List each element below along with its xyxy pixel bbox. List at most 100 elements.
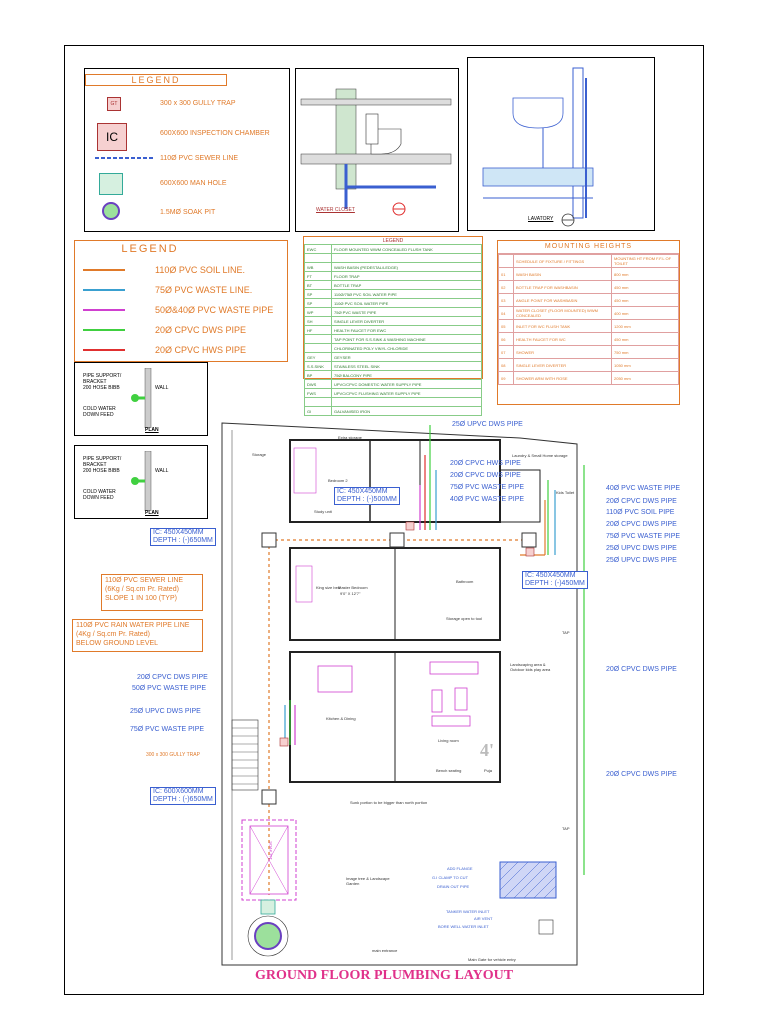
mounting-no: 05 <box>498 319 514 333</box>
symbol-code: SH <box>304 316 332 326</box>
bracket-1-hose: 200 HOSE BIBB <box>83 385 120 391</box>
legend-2-waste: 75Ø PVC WASTE LINE. <box>155 285 253 295</box>
room-master-dim: 9'0" X 12'7" <box>340 591 361 596</box>
gully-trap-callout: 300 x 300 GULLY TRAP <box>146 752 200 758</box>
bracket-2-drawing <box>131 451 152 511</box>
mounting-item: HEALTH FAUCET FOR WC <box>513 332 612 346</box>
water-closet-detail: WATER CLOSET <box>295 68 459 232</box>
pipe-bracket-plan-1: PIPE SUPPORT/BRACKET 200 HOSE BIBB COLD … <box>74 362 208 436</box>
legend-2-heading: LEGEND <box>121 243 179 255</box>
legend-box-1: LEGEND GT 300 x 300 GULLY TRAP IC 600X60… <box>84 68 290 232</box>
symbol-desc: UPVC/CPVC FLUSHING WATER SUPPLY PIPE <box>331 388 482 398</box>
tap-label-1: TAP <box>562 630 570 635</box>
mounting-item: SHOWER ARM WITH ROSE <box>513 371 612 385</box>
symbol-code: SP <box>304 298 332 308</box>
symbol-desc <box>331 397 482 407</box>
symbol-desc: SINGLE LEVER DIVERTER <box>331 316 482 326</box>
symbol-code: BT <box>304 280 332 290</box>
lavatory-caption: LAVATORY <box>528 216 554 222</box>
mounting-ht: 1050 mm <box>611 358 679 372</box>
symbol-desc: BOTTLE TRAP <box>331 280 482 290</box>
room-master-bedroom: Master Bedroom <box>338 585 368 590</box>
symbol-code: GEY <box>304 352 332 362</box>
soak-pit-label: SOAK PIT <box>268 841 274 860</box>
mounting-item: SINGLE LEVER DIVERTER <box>513 358 612 372</box>
pipe-label-top-2: 20Ø CPVC HWS PIPE <box>450 460 521 467</box>
room-study: Study unit <box>314 509 332 514</box>
symbol-code: DWS <box>304 379 332 389</box>
pipe-label-top-3: 20Ø CPVC DWS PIPE <box>450 472 521 479</box>
room-kitchen: Kitchen & Dining <box>326 716 356 721</box>
pipe-label-left-2: 50Ø PVC WASTE PIPE <box>132 685 207 692</box>
symbol-desc: GALVANISED IRON <box>331 406 482 416</box>
pipe-label-top-4: 75Ø PVC WASTE PIPE <box>450 484 525 491</box>
room-kids-toilet: Kids Toilet <box>556 490 575 495</box>
mounting-no: 01 <box>498 267 514 281</box>
pipe-label-right-7: 25Ø UPVC DWS PIPE <box>606 557 677 564</box>
room-bathroom: Bathroom <box>456 579 474 584</box>
bracket-1-plan: PLAN <box>145 427 159 433</box>
symbol-code: SP <box>304 289 332 299</box>
mounting-ht: 800 mm <box>611 267 679 281</box>
bracket-1-label: PIPE SUPPORT/BRACKET <box>83 373 122 385</box>
pipe-label-right-dws-2: 20Ø CPVC DWS PIPE <box>606 771 677 778</box>
pipe-label-right-3: 110Ø PVC SOIL PIPE <box>606 509 675 516</box>
mounting-item: SHOWER <box>513 345 612 359</box>
pipe-bracket-plan-2: PIPE SUPPORT/BRACKET 200 HOSE BIBB COLD … <box>74 445 208 519</box>
symbol-desc: UPVC/CPVC DOMESTIC WATER SUPPLY PIPE <box>331 379 482 389</box>
symbol-code: HF <box>304 325 332 335</box>
legend-1-item-sewer: 110Ø PVC SEWER LINE <box>160 155 239 162</box>
mounting-no: 02 <box>498 280 514 294</box>
tank-label-5: AIR VENT <box>474 916 493 921</box>
gully-trap-symbol: GT <box>107 97 121 111</box>
manhole-symbol <box>99 173 123 195</box>
room-storage-open: Storage open to tool <box>446 616 483 621</box>
room-landscape: Landscaping area & Outdoor kids play are… <box>510 662 551 672</box>
legend-2-line-swatches <box>83 269 125 351</box>
symbol-legend-row <box>304 253 482 263</box>
symbol-desc: STAINLESS STEEL SINK <box>331 361 482 371</box>
legend-2-dws: 20Ø CPVC DWS PIPE <box>155 325 247 335</box>
symbol-legend-row: CHLORINATED POLY VINYL CHLORIDE <box>304 343 482 353</box>
bracket-1-drawing <box>131 368 152 428</box>
tank-label-6: BORE WELL WATER INLET <box>438 924 489 929</box>
pipe-label-top-5: 40Ø PVC WASTE PIPE <box>450 496 525 503</box>
pipe-label-right-1: 40Ø PVC WASTE PIPE <box>606 485 681 492</box>
room-laundry: Laundry & Small Home storage <box>512 453 568 458</box>
sewer-line-note: 110Ø PVC SEWER LINE(6Kg / Sq.cm Pr. Rate… <box>101 574 203 611</box>
legend-2-hws: 20Ø CPVC HWS PIPE <box>155 345 247 355</box>
symbol-desc: HEALTH FAUCET FOR EWC <box>331 325 482 335</box>
symbol-code <box>304 343 332 353</box>
mounting-no: 04 <box>498 306 514 320</box>
legend-1-item-manhole: 600X600 MAN HOLE <box>160 180 227 187</box>
room-living: Living room <box>438 738 459 743</box>
dimension-4ft: 4' <box>480 740 495 760</box>
symbol-desc: 110Ø PVC SOIL WATER PIPE <box>331 298 482 308</box>
symbol-desc: CHLORINATED POLY VINYL CHLORIDE <box>331 343 482 353</box>
pipe-label-right-5: 75Ø PVC WASTE PIPE <box>606 533 681 540</box>
room-king-bed: King size bed <box>316 585 341 590</box>
mounting-no: 09 <box>498 371 514 385</box>
symbol-code <box>304 253 332 263</box>
legend-1-item-ic: 600X600 INSPECTION CHAMBER <box>160 130 270 137</box>
room-puja: Puja <box>484 768 493 773</box>
symbol-code <box>304 397 332 407</box>
